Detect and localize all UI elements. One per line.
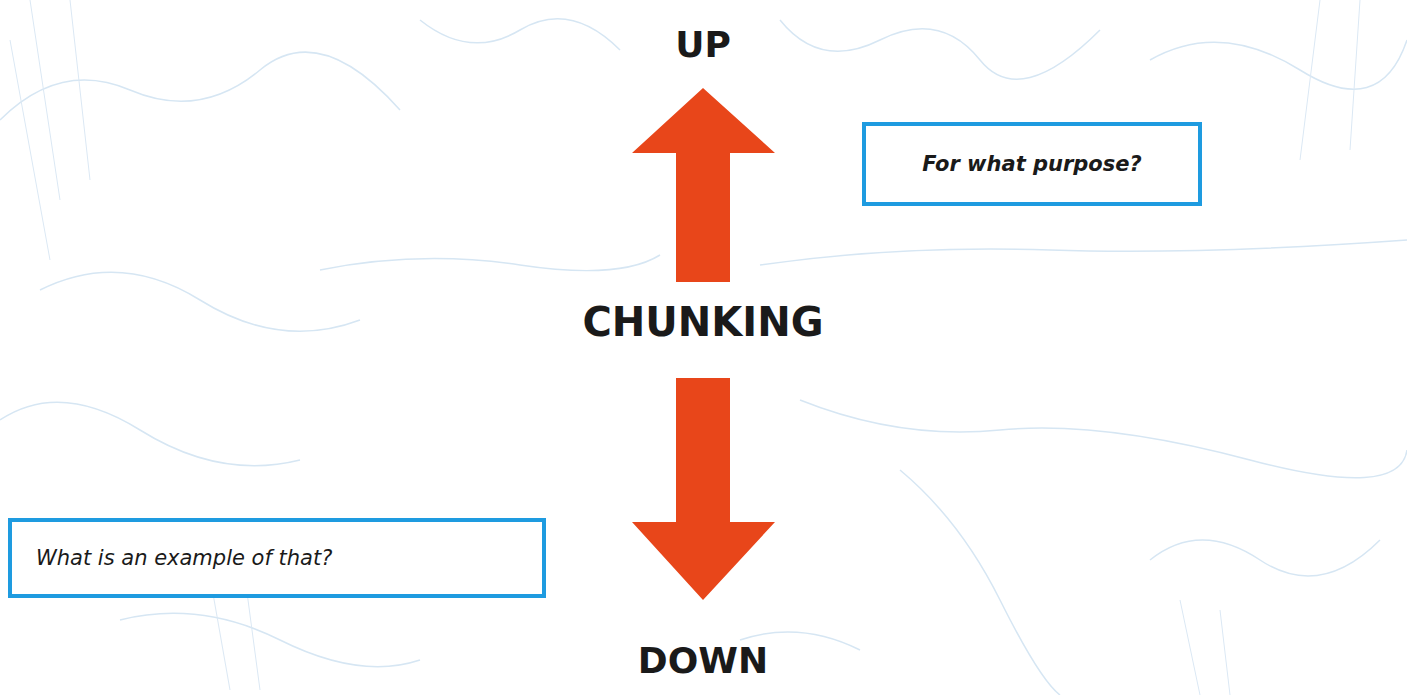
direction-label: DOWN <box>638 640 768 681</box>
question-box: For what purpose? <box>862 122 1202 206</box>
up-arrow <box>632 88 775 282</box>
question-box: What is an example of that? <box>8 518 546 598</box>
direction-label: UP <box>675 24 731 65</box>
question-text: For what purpose? <box>922 152 1141 176</box>
down-arrow <box>632 378 775 600</box>
center-label: CHUNKING <box>583 299 824 345</box>
question-text: What is an example of that? <box>36 546 332 570</box>
